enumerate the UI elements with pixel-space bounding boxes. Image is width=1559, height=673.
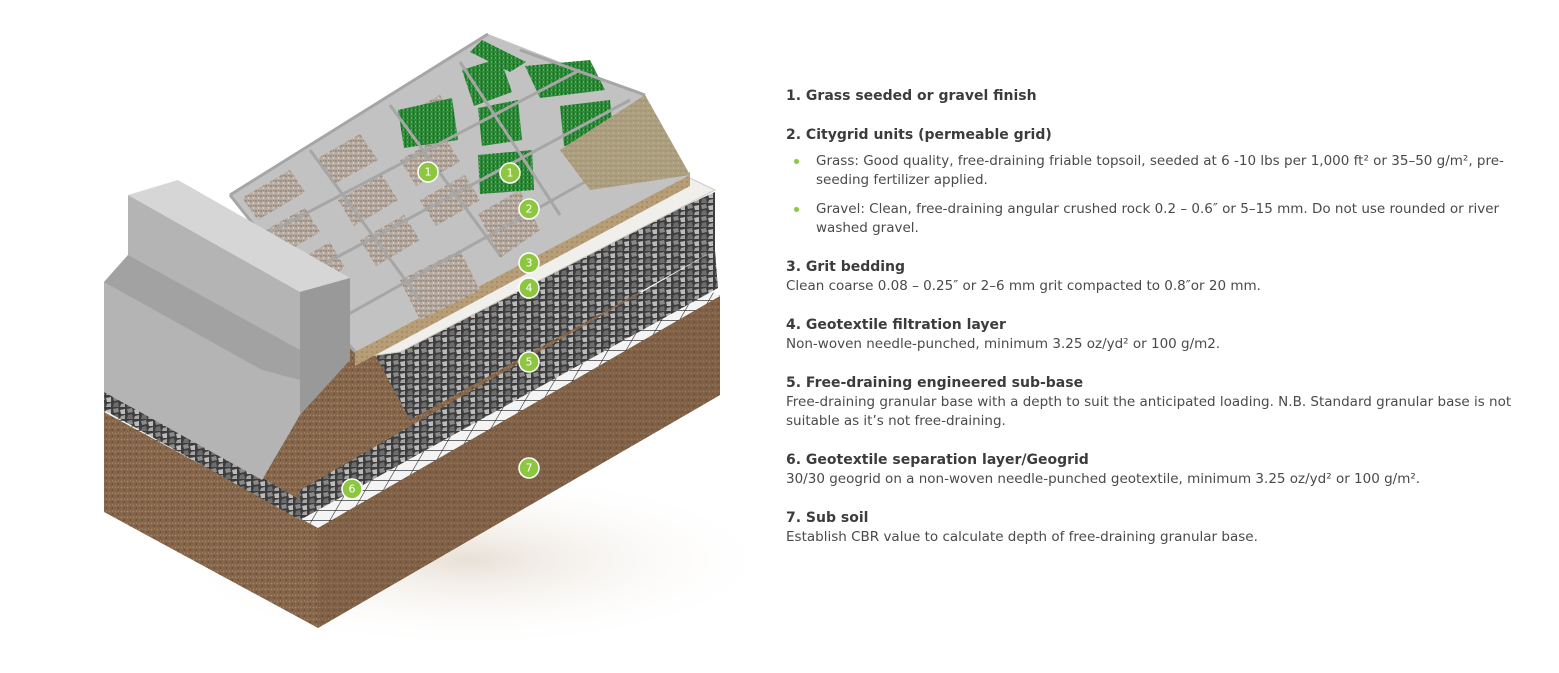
layer-5-title: 5. Free-draining engineered sub-base <box>786 375 1084 391</box>
kerb-end <box>300 278 350 415</box>
bullet-item: Gravel: Clean, free-draining angular cru… <box>786 200 1516 238</box>
subbase-side <box>300 250 718 520</box>
gravel-cell <box>400 250 480 320</box>
subsoil-side-texture <box>318 296 720 628</box>
marker-7: 7 <box>518 457 540 479</box>
gravel-cell <box>338 175 398 226</box>
bullet-dot-icon <box>794 159 799 164</box>
svg-text:7: 7 <box>526 462 533 475</box>
marker-4: 4 <box>518 277 540 299</box>
layer-2-section: 2. Citygrid units (permeable grid) Grass… <box>786 125 1516 238</box>
layer-4-section: 4. Geotextile filtration layer Non-woven… <box>786 315 1516 354</box>
grass-cell <box>470 40 526 72</box>
marker-1b: 1 <box>499 162 521 184</box>
layer-2-title: 2. Citygrid units (permeable grid) <box>786 127 1052 143</box>
layer-3-description: Clean coarse 0.08 – 0.25″ or 2–6 mm grit… <box>786 278 1261 294</box>
svg-text:4: 4 <box>526 282 533 295</box>
bullet-text: Grass: Good quality, free-draining friab… <box>816 153 1504 188</box>
subbase-top <box>370 192 715 420</box>
bullet-text: Gravel: Clean, free-draining angular cru… <box>816 201 1500 236</box>
layer-4-title: 4. Geotextile filtration layer <box>786 317 1006 333</box>
svg-text:3: 3 <box>526 257 533 270</box>
layer-5-description: Free-draining granular base with a depth… <box>786 394 1512 429</box>
marker-6: 6 <box>341 478 363 500</box>
marker-3: 3 <box>518 252 540 274</box>
layer-3-section: 3. Grit bedding Clean coarse 0.08 – 0.25… <box>786 257 1516 296</box>
gravel-cell <box>318 134 378 184</box>
layer-5-section: 5. Free-draining engineered sub-base Fre… <box>786 373 1516 431</box>
layer-7-title: 7. Sub soil <box>786 510 869 526</box>
gravel-cell <box>360 215 420 266</box>
gravel-cell <box>242 170 305 220</box>
kerb-face <box>104 195 300 480</box>
svg-text:1: 1 <box>425 166 432 179</box>
layer-6-section: 6. Geotextile separation layer/Geogrid 3… <box>786 450 1516 489</box>
kerb-top <box>128 180 350 292</box>
topsoil-wedge-texture <box>560 95 690 190</box>
layer-7-section: 7. Sub soil Establish CBR value to calcu… <box>786 508 1516 547</box>
svg-text:5: 5 <box>526 356 533 369</box>
layer-6-description: 30/30 geogrid on a non-woven needle-punc… <box>786 471 1421 487</box>
pavement-cross-section-illustration: 1 1 2 3 4 5 6 7 <box>104 32 770 650</box>
layer-1-section: 1. Grass seeded or gravel finish <box>786 86 1516 106</box>
bullet-item: Grass: Good quality, free-draining friab… <box>786 152 1516 190</box>
svg-text:1: 1 <box>507 167 514 180</box>
layer-spec-list: 1. Grass seeded or gravel finish 2. City… <box>786 86 1516 566</box>
marker-5: 5 <box>518 351 540 373</box>
kerb-bevel <box>104 255 300 380</box>
layer-2-bullets: Grass: Good quality, free-draining friab… <box>786 152 1516 238</box>
grass-cell <box>462 58 512 106</box>
subsoil-front <box>104 412 318 628</box>
svg-text:2: 2 <box>526 203 533 216</box>
layer-7-description: Establish CBR value to calculate depth o… <box>786 529 1258 545</box>
svg-text:6: 6 <box>349 483 356 496</box>
bullet-dot-icon <box>794 207 799 212</box>
layer-6-title: 6. Geotextile separation layer/Geogrid <box>786 452 1089 468</box>
marker-1a: 1 <box>417 161 439 183</box>
layer-4-description: Non-woven needle-punched, minimum 3.25 o… <box>786 336 1221 352</box>
layer-1-title: 1. Grass seeded or gravel finish <box>786 88 1037 104</box>
layer-3-title: 3. Grit bedding <box>786 259 906 275</box>
marker-2: 2 <box>518 198 540 220</box>
